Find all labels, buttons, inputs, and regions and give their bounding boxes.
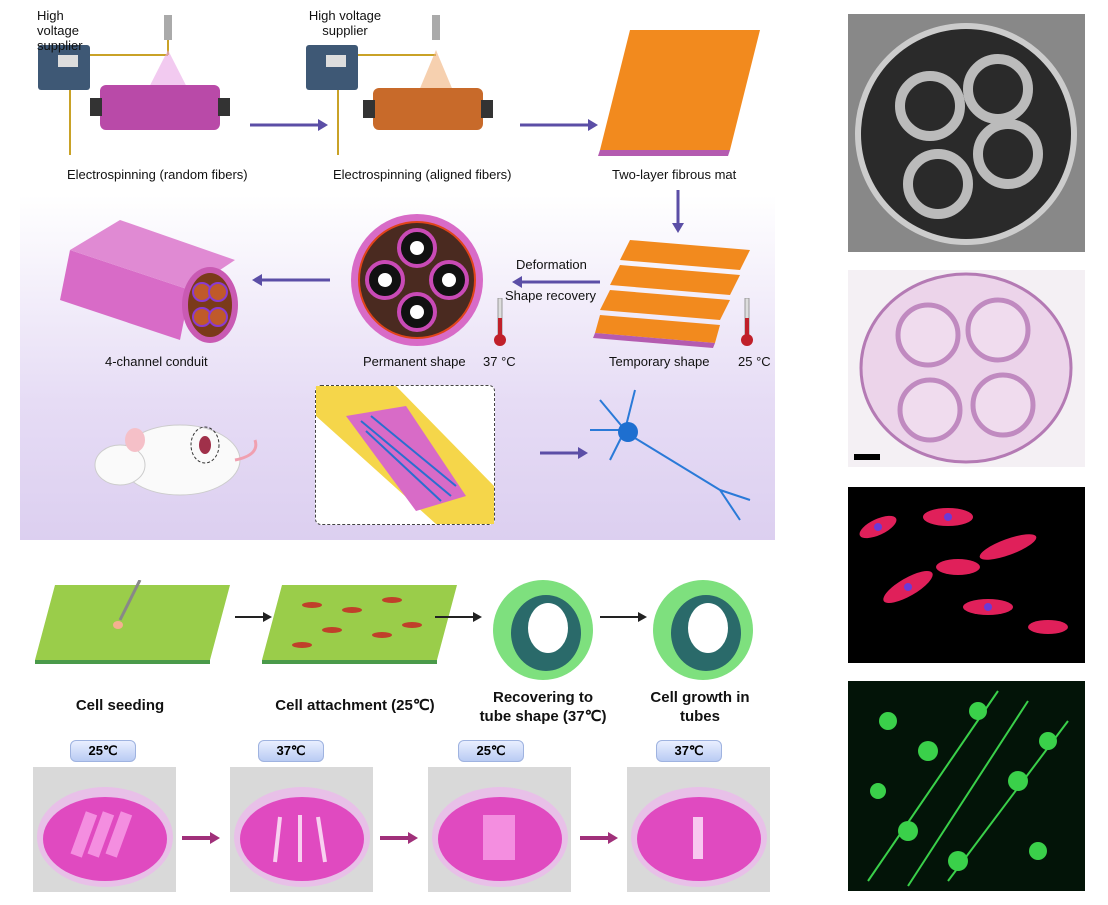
deformation-label: Deformation bbox=[516, 257, 587, 272]
arrow-icon bbox=[540, 447, 588, 459]
arrow-icon bbox=[520, 119, 598, 131]
four-channel-conduit bbox=[60, 220, 238, 343]
supplier-label-1: High voltage supplier bbox=[37, 8, 83, 53]
petri-dish-photo bbox=[428, 767, 571, 892]
step-aligned-label: Electrospinning (aligned fibers) bbox=[333, 167, 512, 182]
arrow-icon bbox=[235, 612, 272, 622]
rat-illustration bbox=[94, 424, 258, 496]
permanent-temp-label: 37 °C bbox=[483, 354, 516, 369]
arrow-icon bbox=[250, 119, 328, 131]
temporary-temp-label: 25 °C bbox=[738, 354, 771, 369]
arrow-icon bbox=[600, 612, 647, 622]
petri-dish-photo bbox=[33, 767, 176, 892]
temp-badge: 25℃ bbox=[458, 740, 524, 762]
arrow-icon bbox=[380, 832, 418, 844]
implant-zoom-box bbox=[315, 385, 495, 525]
temp-badge: 37℃ bbox=[656, 740, 722, 762]
conduit-label: 4-channel conduit bbox=[105, 354, 208, 369]
cell-seeding-mat bbox=[35, 580, 230, 664]
temporary-shape-strips bbox=[593, 240, 750, 348]
electrospinning-aligned-setup bbox=[306, 15, 493, 155]
implanted-conduit-detail bbox=[316, 386, 494, 524]
arrow-icon bbox=[182, 832, 220, 844]
cell-attachment-mat bbox=[262, 585, 457, 664]
he-stained-section-image bbox=[848, 270, 1085, 467]
step-random-label: Electrospinning (random fibers) bbox=[67, 167, 248, 182]
sem-cross-section-image bbox=[848, 14, 1085, 252]
thermometer-icon bbox=[494, 298, 506, 346]
recovered-tube bbox=[493, 580, 593, 680]
temporary-shape-label: Temporary shape bbox=[609, 354, 710, 369]
fibrous-mat bbox=[598, 30, 760, 156]
red-fluorescence-image bbox=[848, 487, 1085, 663]
neuron-icon bbox=[590, 389, 751, 521]
supplier-label-2: High voltage supplier bbox=[308, 8, 382, 38]
green-fluorescence-image bbox=[848, 681, 1085, 891]
temp-badge: 37℃ bbox=[258, 740, 324, 762]
cell-growth-tube bbox=[653, 580, 753, 680]
permanent-shape-cross-section bbox=[351, 214, 483, 346]
electrospinning-random-setup bbox=[38, 15, 230, 155]
arrow-icon bbox=[580, 832, 618, 844]
permanent-shape-label: Permanent shape bbox=[363, 354, 466, 369]
step-mat-label: Two-layer fibrous mat bbox=[612, 167, 737, 182]
step-cell-growth: Cell growth in tubes bbox=[650, 689, 750, 725]
shape-recovery-label: Shape recovery bbox=[505, 288, 597, 303]
step-cell-seeding: Cell seeding bbox=[75, 697, 165, 714]
step-cell-attachment: Cell attachment (25℃) bbox=[275, 697, 435, 714]
arrow-left-icon bbox=[252, 274, 330, 286]
thermometer-icon bbox=[741, 298, 753, 346]
temp-badge: 25℃ bbox=[70, 740, 136, 762]
step-recovering: Recovering to tube shape (37℃) bbox=[479, 689, 607, 725]
arrow-left-icon bbox=[512, 276, 600, 288]
arrow-icon bbox=[435, 612, 482, 622]
arrow-down-icon bbox=[672, 190, 684, 233]
petri-dish-photo bbox=[627, 767, 770, 892]
petri-dish-photo bbox=[230, 767, 373, 892]
